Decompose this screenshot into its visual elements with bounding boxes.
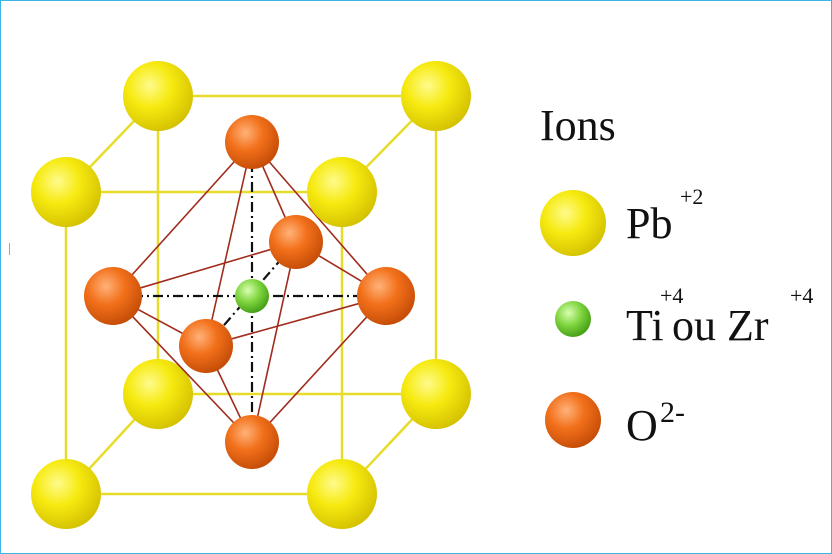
octahedron-edge: [251, 295, 387, 443]
octahedron-edge: [205, 295, 387, 347]
pb-ion-sphere: [123, 61, 193, 131]
legend-o-label: O: [626, 401, 658, 450]
ti-zr-ion-sphere: [235, 279, 269, 313]
pb-ion-sphere: [401, 61, 471, 131]
pb-ion-sphere: [31, 459, 101, 529]
o-ion-sphere: [357, 267, 415, 325]
legend-ti-zr-sphere: [555, 301, 591, 337]
frame-tick-mark: [9, 243, 10, 255]
o-ion-sphere: [179, 319, 233, 373]
legend-o-sphere: [545, 392, 601, 448]
legend-zr-label: ou Zr: [672, 301, 769, 350]
legend-title: Ions: [540, 101, 616, 150]
octahedron-edge: [251, 141, 387, 297]
legend-o-charge: 2-: [660, 396, 685, 429]
legend-pb-charge: +2: [680, 184, 704, 209]
pb-ion-sphere: [307, 157, 377, 227]
octahedron-edge: [251, 241, 297, 443]
octahedron-edge: [112, 141, 253, 297]
legend-zr-charge: +4: [790, 283, 814, 308]
pb-ion-sphere: [31, 157, 101, 227]
legend-pb-label: Pb: [626, 199, 673, 248]
legend-ti-charge: +4: [660, 283, 684, 308]
o-ion-sphere: [225, 115, 279, 169]
o-ion-sphere: [269, 215, 323, 269]
legend-ti-label: Ti: [626, 301, 664, 350]
pb-ion-sphere: [401, 359, 471, 429]
o-ion-sphere: [84, 267, 142, 325]
legend-pb-sphere: [540, 190, 606, 256]
octahedron-edge: [205, 141, 253, 347]
pb-ion-sphere: [307, 459, 377, 529]
octahedron-edge: [112, 295, 253, 443]
octahedron-edge: [112, 241, 297, 297]
o-ion-sphere: [225, 415, 279, 469]
pb-ion-sphere: [123, 359, 193, 429]
